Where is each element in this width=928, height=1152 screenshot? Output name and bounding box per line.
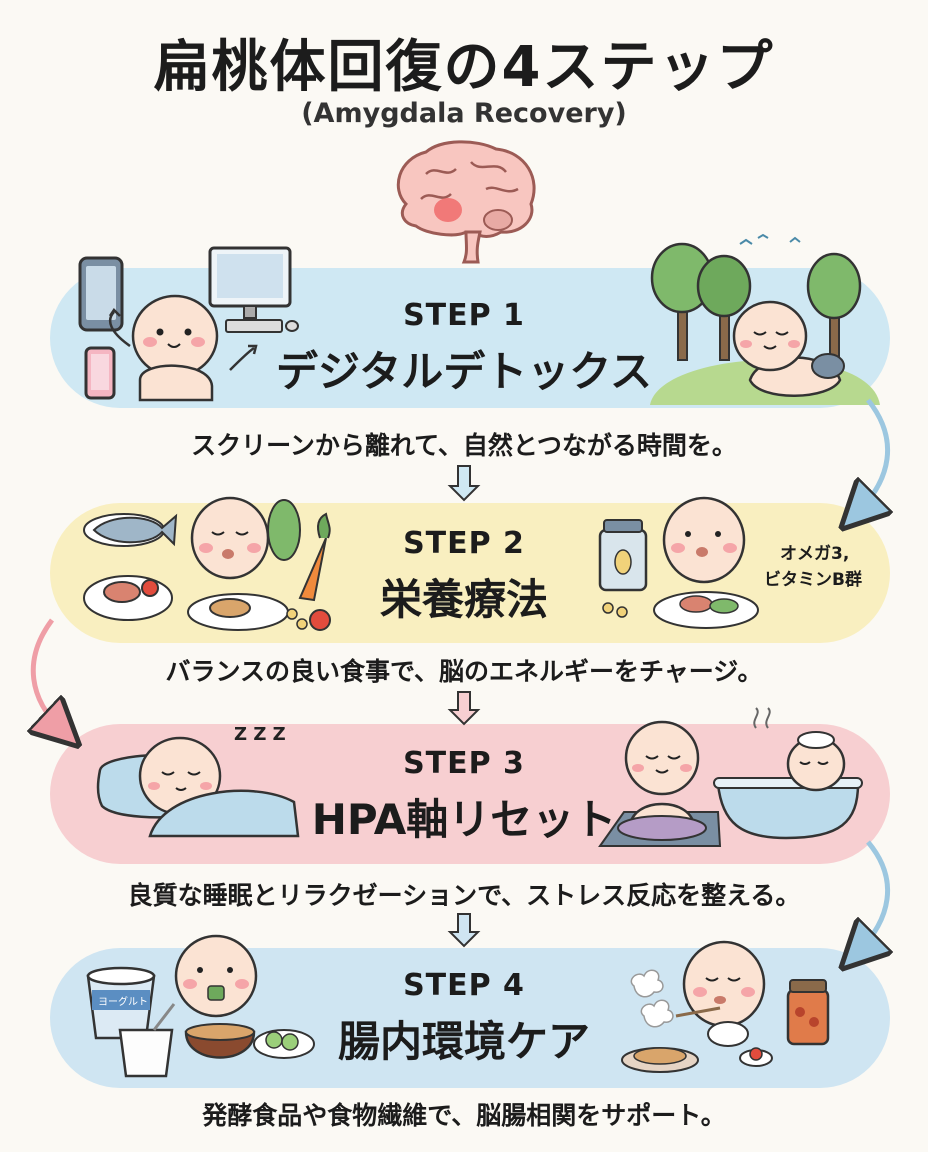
step2-note-line2: ビタミンB群 (764, 570, 862, 590)
tree-icon (650, 242, 714, 361)
side-arrow-right-3 (858, 840, 888, 952)
smartphone-icon (84, 346, 116, 400)
supplement-bottle-icon (598, 519, 648, 592)
step3-title: HPA軸リセット (311, 795, 617, 844)
step4-caption: 発酵食品や食物繊維で、脳腸相関をサポート。 (202, 1101, 726, 1130)
character-face (662, 496, 746, 584)
desktop-computer-icon (208, 246, 299, 333)
side-arrow-right-1 (858, 398, 888, 512)
tree-icon (696, 254, 752, 361)
step2-title: 栄養療法 (379, 575, 548, 624)
step4-label: STEP 4 (403, 968, 525, 1003)
side-arrow-left-2 (33, 618, 62, 730)
yogurt-label: ヨーグルト (98, 995, 148, 1008)
step1-caption: スクリーンから離れて、自然とつながる時間を。 (191, 431, 737, 460)
step4-title: 腸内環境ケア (337, 1017, 590, 1066)
step3-right-illustration (598, 707, 863, 847)
fish-icon (83, 513, 178, 547)
pickle-jar-icon (786, 979, 830, 1046)
step1-right-illustration (650, 233, 880, 405)
character-face (617, 720, 707, 841)
step2-right-illustration (598, 496, 759, 629)
step4-left-illustration: ヨーグルト (86, 934, 315, 1078)
step2-left-illustration (83, 496, 331, 631)
miso-soup-icon (184, 1023, 256, 1059)
step1-title: デジタルデトックス (276, 347, 652, 396)
step3-caption: 良質な睡眠とリラクゼーションで、ストレス反応を整える。 (127, 881, 801, 910)
carrot-icon (298, 512, 331, 602)
brain-icon (396, 140, 536, 264)
character-face (174, 934, 258, 1018)
step4-right-illustration (621, 940, 830, 1073)
character-face (190, 496, 270, 580)
character-face (131, 294, 219, 402)
sleep-z-text: Z Z Z (234, 724, 286, 745)
step3-left-illustration: Z Z Z (96, 724, 300, 838)
character-face (732, 300, 845, 397)
character-face (138, 736, 222, 816)
step3-label: STEP 3 (403, 746, 525, 781)
step1-left-illustration (78, 246, 299, 402)
page-subtitle: (Amygdala Recovery) (301, 98, 627, 129)
center-arrow-2 (447, 691, 481, 726)
step2-note-line1: オメガ3, (780, 544, 850, 564)
step1-label: STEP 1 (403, 298, 525, 333)
step2-caption: バランスの良い食事で、脳のエネルギーをチャージ。 (165, 657, 763, 686)
step2-label: STEP 2 (403, 526, 525, 561)
yogurt-icon: ヨーグルト (86, 966, 156, 1040)
center-arrow-1 (447, 465, 481, 502)
page-title: 扁桃体回復の4ステップ (153, 35, 775, 100)
center-arrow-3 (447, 913, 481, 948)
